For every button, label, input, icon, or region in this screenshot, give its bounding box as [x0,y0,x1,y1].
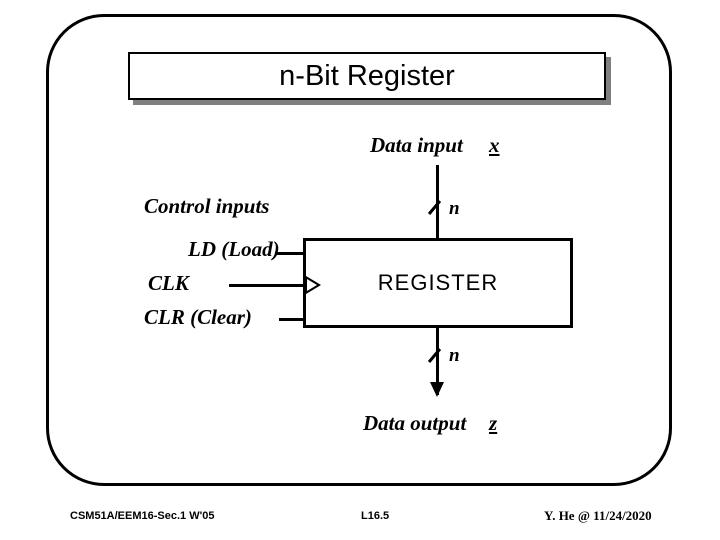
data-input-label: Data input [370,133,463,157]
control-input-clr-wire [279,318,305,321]
data-output-wire [436,328,439,395]
control-input-ld-wire [275,252,305,255]
register-block: REGISTER [303,238,573,328]
control-input-clk-label: CLK [148,271,189,295]
footer-author: Y. He @ 11/24/2020 [544,508,652,523]
input-bus-width-label: n [449,198,460,219]
footer-lecture: L16.5 [361,510,390,522]
page-title: n-Bit Register [279,59,455,92]
data-output-label: Data output [363,411,467,435]
output-bus-width-label: n [449,345,460,366]
title-box: n-Bit Register [128,52,606,100]
control-input-clr-label: CLR (Clear) [144,305,252,329]
control-inputs-heading: Control inputs [144,194,270,218]
slide-frame [46,14,672,486]
control-input-ld-label: LD (Load) [188,237,280,261]
clock-triangle-inner-icon [307,279,317,291]
footer-course: CSM51A/EEM16-Sec.1 W'05 [70,510,215,522]
control-input-clk-wire [229,284,305,287]
data-output-signal: z [489,411,498,435]
data-input-signal: x [489,133,500,157]
register-block-label: REGISTER [377,270,499,295]
data-output-arrowhead-icon [430,382,444,397]
